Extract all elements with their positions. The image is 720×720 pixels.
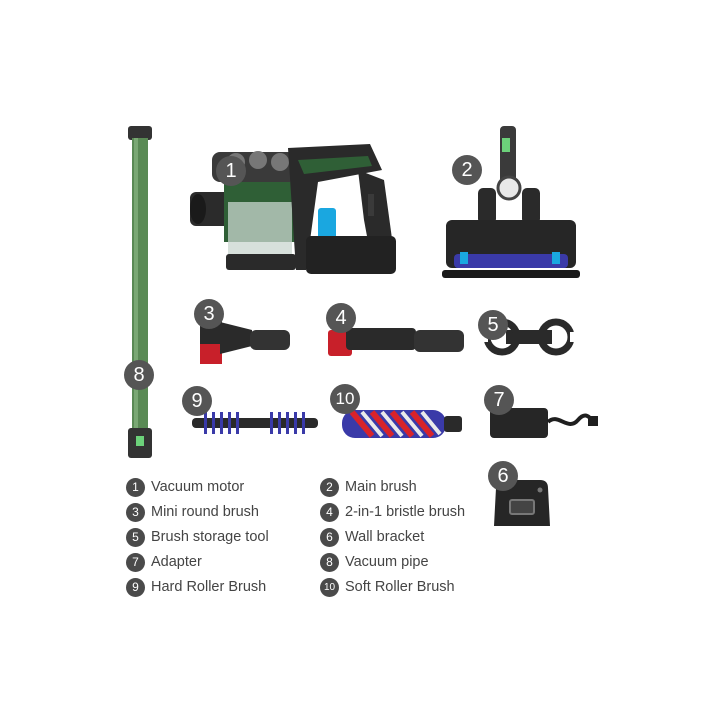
badge-3: 3 (194, 299, 224, 329)
badge-6: 6 (488, 461, 518, 491)
legend-label: Vacuum motor (151, 479, 245, 495)
legend-number: 8 (320, 552, 339, 572)
main-brush-image (442, 126, 580, 278)
legend-number: 4 (320, 502, 339, 522)
legend-item-4: 4 2-in-1 bristle brush (320, 501, 465, 523)
badge-4: 4 (326, 303, 356, 333)
legend-label: Main brush (345, 479, 417, 495)
legend-item-6: 6 Wall bracket (320, 526, 424, 548)
legend-number: 1 (126, 477, 145, 497)
legend-label: Adapter (151, 554, 202, 570)
legend-item-3: 3 Mini round brush (126, 501, 259, 523)
legend-number: 9 (126, 577, 145, 597)
legend-item-2: 2 Main brush (320, 476, 417, 498)
legend-label: Soft Roller Brush (345, 579, 455, 595)
vacuum-pipe-image (128, 126, 152, 458)
legend-number: 10 (320, 577, 339, 597)
wall-bracket-image (494, 480, 550, 526)
legend-item-9: 9 Hard Roller Brush (126, 576, 266, 598)
bristle-brush-image (328, 328, 464, 356)
legend-number: 2 (320, 477, 339, 497)
legend-label: Brush storage tool (151, 529, 269, 545)
badge-7: 7 (484, 385, 514, 415)
badge-1: 1 (216, 156, 246, 186)
badge-10: 10 (330, 384, 360, 414)
soft-roller-brush-image (342, 410, 462, 438)
legend-label: Hard Roller Brush (151, 579, 267, 595)
legend-item-7: 7 Adapter (126, 551, 202, 573)
legend-number: 5 (126, 527, 145, 547)
legend-number: 6 (320, 527, 339, 547)
legend-item-1: 1 Vacuum motor (126, 476, 244, 498)
legend-label: Vacuum pipe (345, 554, 429, 570)
badge-5: 5 (478, 310, 508, 340)
legend-label: Wall bracket (345, 529, 425, 545)
badge-2: 2 (452, 155, 482, 185)
legend-item-5: 5 Brush storage tool (126, 526, 269, 548)
badge-9: 9 (182, 386, 212, 416)
legend-number: 7 (126, 552, 145, 572)
legend-item-8: 8 Vacuum pipe (320, 551, 429, 573)
legend-label: 2-in-1 bristle brush (345, 504, 466, 520)
hard-roller-brush-image (192, 412, 318, 434)
legend-item-10: 10 Soft Roller Brush (320, 576, 455, 598)
badge-8: 8 (124, 360, 154, 390)
legend-number: 3 (126, 502, 145, 522)
vacuum-motor-image (190, 144, 396, 274)
legend-label: Mini round brush (151, 504, 259, 520)
adapter-image (490, 408, 598, 438)
